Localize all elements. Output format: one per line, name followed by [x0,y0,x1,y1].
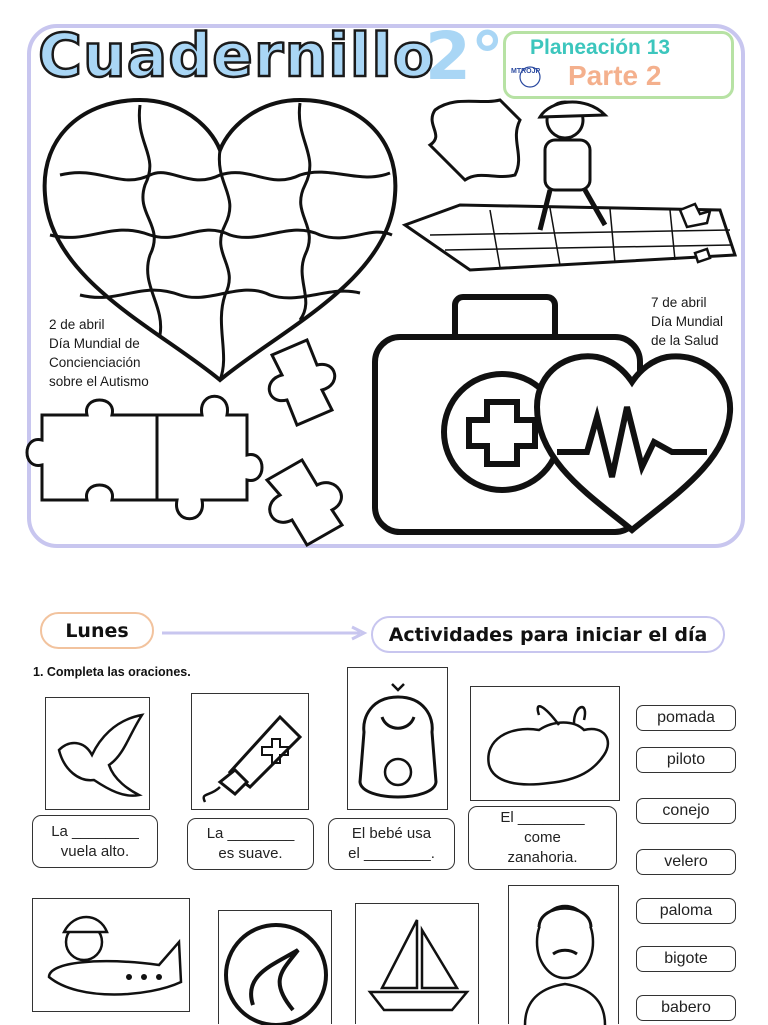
ointment-image [191,693,309,810]
health-date: 7 de abril [651,295,707,310]
planning-badge [503,31,734,99]
planning-part: Parte 2 [568,60,662,91]
health-line2: de la Salud [651,333,719,348]
word-bank-item[interactable]: paloma [636,898,736,924]
section-title: Actividades para iniciar el día [371,616,725,653]
puzzle-heart-icon [42,97,398,383]
sentence-2-text: La ________ es suave. [206,825,295,862]
ointment-tube-icon [202,714,303,803]
autism-line1: Día Mundial de [49,336,140,351]
autism-line2: Concienciación [49,355,141,370]
health-day-note: 7 de abril Día Mundial de la Salud [651,293,723,350]
seal-logo-icon [224,923,328,1025]
sentence-3: El bebé usa el ________. [328,818,455,870]
sailboat-image [355,903,479,1024]
instruction: 1. Completa las oraciones. [33,665,191,679]
seal-image [218,910,332,1025]
man-mustache-icon [523,904,607,1025]
autism-line3: sobre el Autismo [49,374,149,389]
autism-date: 2 de abril [49,317,105,332]
health-line1: Día Mundial [651,314,724,329]
word-bank-item[interactable]: piloto [636,747,736,773]
grade-label: 2° [425,18,504,95]
rabbit-image [470,686,620,801]
day-label: Lunes [40,612,154,649]
word-bank-item[interactable]: velero [636,849,736,875]
bib-icon [358,683,438,799]
dove-icon [57,713,145,797]
pilot-image [32,898,190,1012]
word-bank-item[interactable]: babero [636,995,736,1021]
header-frame [27,24,745,548]
sentence-1: La ________ vuela alto. [32,815,158,868]
first-aid-kit-icon [372,294,734,535]
rabbit-icon [487,705,610,786]
autism-day-note: 2 de abril Día Mundial de Concienciación… [49,315,149,391]
sentence-4-text: El ________ come zanahoria. [500,809,585,866]
sentence-2: La ________ es suave. [187,818,314,870]
man-image [508,885,619,1025]
sentence-4: El ________ come zanahoria. [468,806,617,870]
word-bank-item[interactable]: pomada [636,705,736,731]
sailboat-icon [367,919,470,1012]
logo-label: MTROJP [511,68,541,75]
logo-icon [519,66,541,88]
dove-image [45,697,150,810]
page-title: Cuadernillo [37,21,436,91]
arrow-right-icon [162,625,368,641]
boy-puzzle-icon [401,98,738,272]
planning-title: Planeación 13 [530,36,671,59]
sentence-1-text: La ________ vuela alto. [51,822,139,860]
bib-image [347,667,448,810]
pilot-plane-icon [47,915,183,996]
word-bank-item[interactable]: conejo [636,798,736,824]
word-bank-item[interactable]: bigote [636,946,736,972]
sentence-3-text: El bebé usa el ________. [348,825,435,862]
puzzle-pieces-icon [25,338,345,548]
